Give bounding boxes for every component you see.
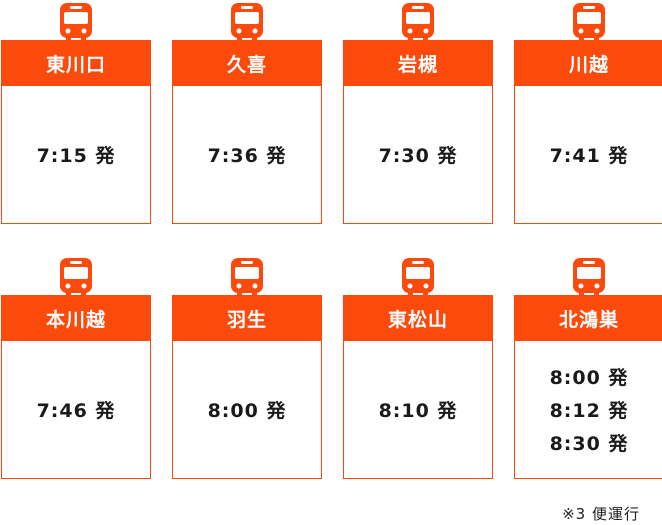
departure-time: 7:46 発 [36, 400, 116, 422]
stop-times: 7:46 発 [1, 341, 151, 479]
stop-times: 7:41 発 [514, 86, 662, 224]
stop-name: 羽生 [172, 295, 322, 341]
departure-time: 7:41 発 [549, 145, 629, 167]
departure-time: 8:10 発 [378, 400, 458, 422]
stop-name: 東川口 [1, 40, 151, 86]
departure-time: 7:36 発 [207, 145, 287, 167]
departure-time: 7:15 発 [36, 145, 116, 167]
bus-icon [231, 258, 263, 296]
bus-icon [573, 3, 605, 41]
departure-time: 7:30 発 [378, 145, 458, 167]
stop-times: 7:15 発 [1, 86, 151, 224]
stop-times: 7:36 発 [172, 86, 322, 224]
stop-times: 8:10 発 [343, 341, 493, 479]
bus-icon [402, 3, 434, 41]
stop-times: 8:00 発 8:12 発 8:30 発 [514, 341, 662, 479]
stop-name: 北鴻巣 [514, 295, 662, 341]
footnote: ※3 便運行 [562, 505, 640, 523]
bus-icon [402, 258, 434, 296]
departure-time: 8:12 発 [549, 400, 629, 422]
departure-time: 8:00 発 [207, 400, 287, 422]
bus-icon [231, 3, 263, 41]
stop-name: 川越 [514, 40, 662, 86]
stop-times: 8:00 発 [172, 341, 322, 479]
departure-time: 8:30 発 [549, 433, 629, 455]
departure-time: 8:00 発 [549, 367, 629, 389]
stop-name: 東松山 [343, 295, 493, 341]
bus-icon [573, 258, 605, 296]
stop-name: 本川越 [1, 295, 151, 341]
bus-icon [60, 3, 92, 41]
stop-times: 7:30 発 [343, 86, 493, 224]
bus-icon [60, 258, 92, 296]
stop-name: 岩槻 [343, 40, 493, 86]
stop-name: 久喜 [172, 40, 322, 86]
